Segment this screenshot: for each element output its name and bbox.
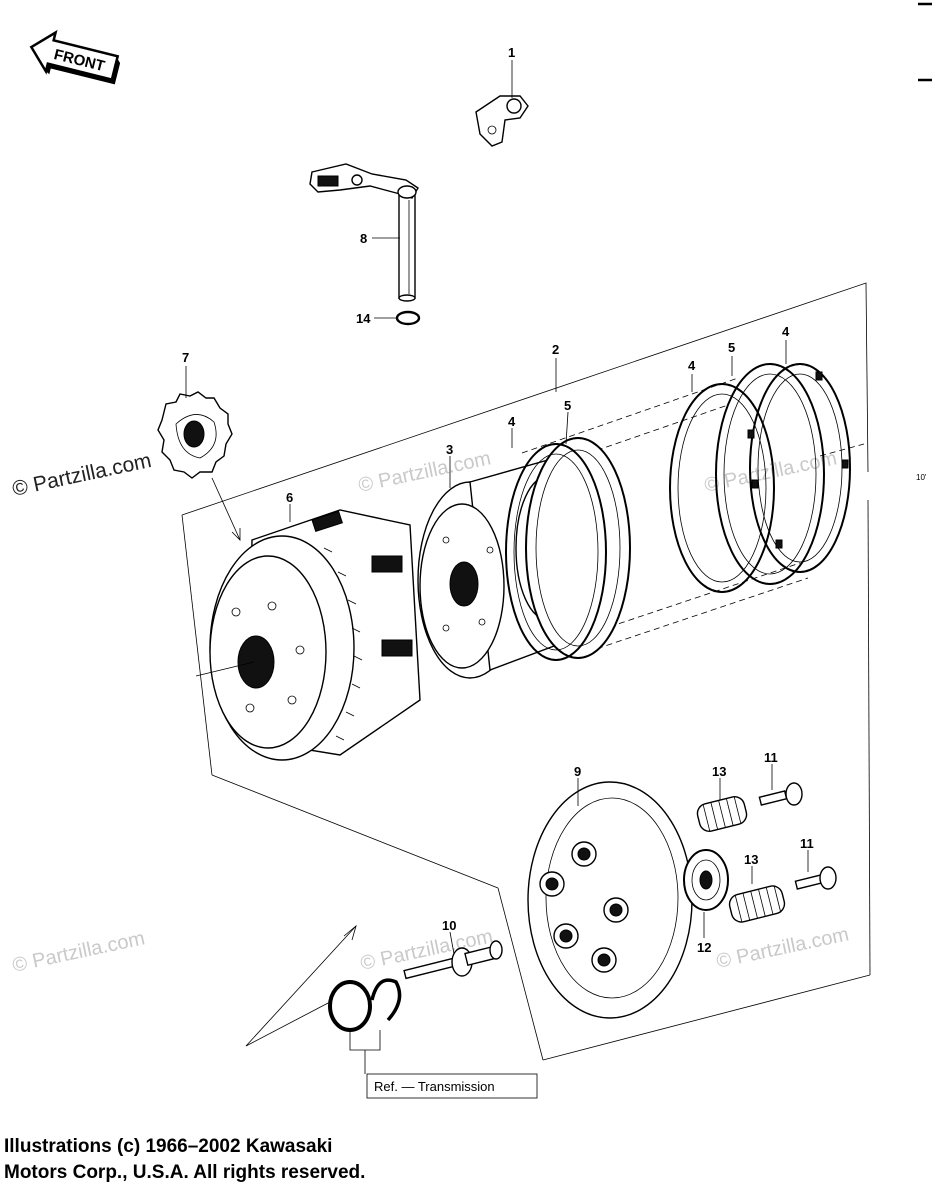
callout-6: 6: [286, 490, 293, 505]
watermark-bottom-left: © Partzilla.com: [10, 927, 146, 977]
callout-11-lower: 11: [800, 836, 814, 851]
part-13-spring-upper: [696, 796, 748, 832]
part-4-friction-plate-front: [505, 443, 607, 661]
callout-3: 3: [446, 442, 453, 457]
copyright-line-1: Illustrations (c) 1966–2002 Kawasaki: [4, 1136, 333, 1157]
callout-1: 1: [508, 45, 515, 60]
callout-4-front: 4: [508, 414, 516, 429]
callout-leaders: [185, 60, 809, 955]
part-14-o-ring: [395, 310, 421, 326]
callout-11-upper: 11: [764, 750, 778, 765]
callout-4-rear-b: 4: [782, 324, 790, 339]
part-1-bracket: [475, 95, 529, 147]
callout-8: 8: [360, 231, 367, 246]
part-6-clutch-housing: [209, 509, 421, 761]
part-11-bolt-upper: [758, 782, 803, 806]
copyright-notice: Illustrations (c) 1966–2002 Kawasaki Mot…: [4, 1134, 604, 1186]
part-4-friction-plate-rear-a: [669, 383, 775, 593]
callout-numbers: 1 8 14 2 7 6 3 4 5 4 5 4 9 10 11 11 13 1…: [182, 45, 814, 955]
part-8-release-shaft: [309, 163, 419, 302]
part-11-bolt-lower: [794, 866, 837, 890]
callout-2: 2: [552, 342, 559, 357]
callout-7: 7: [182, 350, 189, 365]
assembly-outline: [181, 282, 871, 1061]
copyright-line-2: Motors Corp., U.S.A. All rights reserved…: [4, 1162, 366, 1183]
callout-4-rear-a: 4: [688, 358, 696, 373]
callout-12: 12: [697, 940, 711, 955]
callout-5-rear: 5: [728, 340, 735, 355]
transmission-leaders: [245, 924, 381, 1074]
part-10-push-rod: [403, 940, 503, 980]
part-9-pressure-plate: [527, 781, 693, 1019]
front-arrow-icon: FRONT: [29, 29, 121, 85]
callout-13-lower: 13: [744, 852, 758, 867]
part-13-spring-lower: [728, 885, 786, 923]
callout-10: 10: [442, 918, 456, 933]
ref-label: Ref. — Transmission: [374, 1079, 495, 1094]
watermark-bottom-right: © Partzilla.com: [714, 923, 850, 973]
ref-box: Ref. — Transmission: [366, 1073, 538, 1099]
callout-13-upper: 13: [712, 764, 726, 779]
callout-14: 14: [356, 311, 371, 326]
part-12-bearing: [683, 849, 729, 911]
part-4-friction-plate-rear-b: [747, 363, 851, 573]
callout-5-front: 5: [564, 398, 571, 413]
transmission-rings: [328, 978, 402, 1032]
part-5-plain-plate-front: [525, 437, 631, 659]
part-7-gear: [157, 391, 233, 479]
edge-number: 10': [916, 473, 927, 482]
callout-9: 9: [574, 764, 581, 779]
watermark-left: © Partzilla.com: [10, 449, 153, 501]
part-5-plain-plate-rear: [715, 363, 825, 585]
assembly-arrows: [195, 477, 255, 677]
